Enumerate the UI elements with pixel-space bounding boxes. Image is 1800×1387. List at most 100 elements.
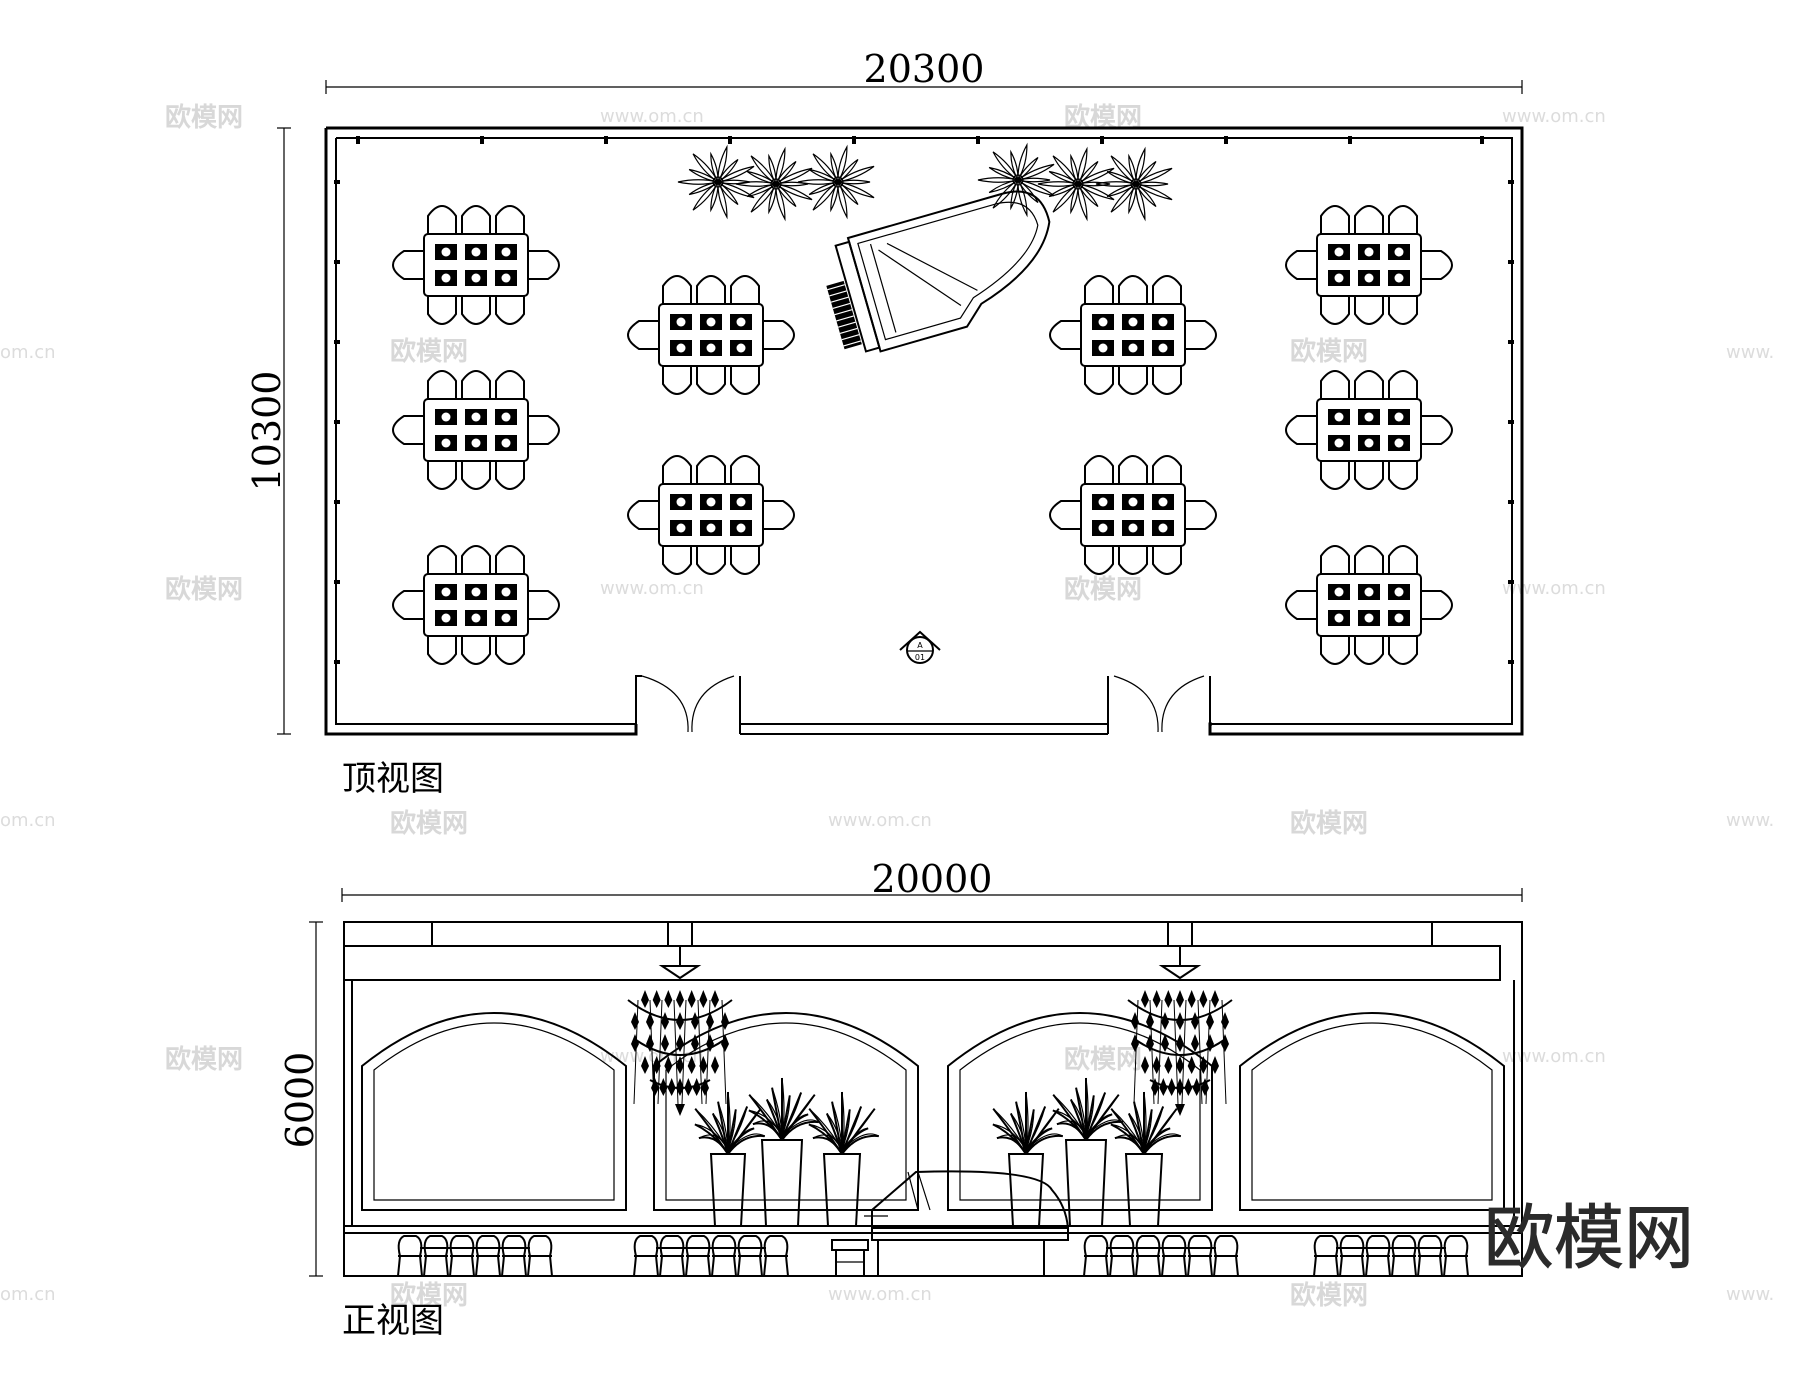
chandelier bbox=[1127, 946, 1233, 1116]
plan-plant bbox=[1095, 146, 1173, 222]
front-view-elevation: 20000 6000 bbox=[278, 857, 1523, 1341]
watermark-url-prefix: www. bbox=[1726, 1284, 1774, 1305]
watermark-url-fragment: om.cn bbox=[0, 1284, 56, 1305]
plan-dining-table bbox=[627, 275, 795, 395]
watermark-url: www.om.cn bbox=[1502, 578, 1606, 599]
dining-chair bbox=[737, 1235, 763, 1277]
top-width-value: 20300 bbox=[864, 47, 985, 91]
dining-chair bbox=[711, 1235, 737, 1277]
watermark-brand: 欧模网 bbox=[1290, 808, 1368, 839]
dining-chair bbox=[1083, 1235, 1109, 1277]
elevation-walls bbox=[343, 921, 1523, 1277]
front-width-value: 20000 bbox=[872, 857, 993, 901]
plan-dining-table bbox=[1285, 205, 1453, 325]
plan-dining-table bbox=[392, 545, 560, 665]
dining-chair bbox=[501, 1235, 527, 1277]
plan-walls bbox=[324, 126, 1524, 736]
watermark-url: www.om.cn bbox=[1502, 106, 1606, 127]
dining-chair bbox=[1417, 1235, 1443, 1277]
plan-plant bbox=[977, 142, 1055, 218]
wall-arch-panel bbox=[361, 1012, 627, 1211]
dining-chair bbox=[475, 1235, 501, 1277]
dining-chair bbox=[527, 1235, 553, 1277]
top-height-value: 10300 bbox=[245, 371, 289, 492]
dining-chair bbox=[423, 1235, 449, 1277]
front-height-value: 6000 bbox=[278, 1052, 322, 1149]
chandelier-group bbox=[627, 946, 1233, 1116]
dining-chair bbox=[1443, 1235, 1469, 1277]
watermark-url: www.om.cn bbox=[828, 810, 932, 831]
chandelier bbox=[627, 946, 733, 1116]
dining-chair bbox=[449, 1235, 475, 1277]
dining-chair bbox=[1313, 1235, 1339, 1277]
dining-chair bbox=[1135, 1235, 1161, 1277]
potted-plant bbox=[992, 1091, 1064, 1227]
top-width-dimension: 20300 bbox=[325, 47, 1523, 94]
plan-dining-table bbox=[627, 455, 795, 575]
front-height-dimension: 6000 bbox=[278, 921, 323, 1277]
plan-grand-piano bbox=[826, 190, 1051, 353]
dining-chair bbox=[1161, 1235, 1187, 1277]
watermark-brand: 欧模网 bbox=[1064, 1044, 1142, 1075]
potted-plant bbox=[1052, 1077, 1124, 1227]
watermark-brand: 欧模网 bbox=[165, 574, 243, 605]
elevation-plant-group bbox=[694, 1077, 1182, 1227]
plan-dining-table bbox=[392, 205, 560, 325]
potted-plant bbox=[1110, 1091, 1182, 1227]
watermark-layer: 欧模网欧模网欧模网欧模网欧模网欧模网欧模网欧模网欧模网欧模网欧模网欧模网www.… bbox=[0, 102, 1774, 1311]
watermark-brand: 欧模网 bbox=[1064, 574, 1142, 605]
dining-chair bbox=[1109, 1235, 1135, 1277]
plan-plant bbox=[1037, 146, 1115, 222]
watermark-url: www.om.cn bbox=[600, 578, 704, 599]
watermark-brand: 欧模网 bbox=[390, 1280, 468, 1311]
plan-dining-table bbox=[392, 370, 560, 490]
watermark-url-prefix: www. bbox=[1726, 810, 1774, 831]
dining-chair bbox=[1339, 1235, 1365, 1277]
watermark-url-fragment: om.cn bbox=[0, 810, 56, 831]
dining-chair bbox=[763, 1235, 789, 1277]
potted-plant bbox=[748, 1077, 820, 1227]
watermark-url-fragment: om.cn bbox=[0, 342, 56, 363]
dining-chair bbox=[1391, 1235, 1417, 1277]
watermark-url: www.om.cn bbox=[600, 106, 704, 127]
section-marker: A 01 bbox=[899, 630, 941, 664]
plan-dining-table bbox=[1049, 275, 1217, 395]
plan-plant bbox=[735, 146, 813, 222]
plan-plant bbox=[797, 144, 875, 220]
elevation-grand-piano bbox=[831, 1170, 1069, 1276]
dining-chair bbox=[1365, 1235, 1391, 1277]
watermark-brand: 欧模网 bbox=[1290, 1280, 1368, 1311]
dining-chair bbox=[1213, 1235, 1239, 1277]
top-view-label: 顶视图 bbox=[342, 759, 444, 799]
potted-plant bbox=[694, 1091, 766, 1227]
top-height-dimension: 10300 bbox=[245, 127, 291, 735]
dining-chair bbox=[659, 1235, 685, 1277]
potted-plant bbox=[808, 1091, 880, 1227]
plan-plant bbox=[677, 144, 755, 220]
watermark-url: www.om.cn bbox=[1502, 1046, 1606, 1067]
dining-chair bbox=[397, 1235, 423, 1277]
section-mark-bottom: 01 bbox=[915, 653, 925, 662]
dining-chair bbox=[685, 1235, 711, 1277]
watermark-brand: 欧模网 bbox=[390, 808, 468, 839]
front-view-label: 正视图 bbox=[342, 1301, 444, 1341]
watermark-brand: 欧模网 bbox=[165, 102, 243, 133]
wall-arch-panel bbox=[1239, 1012, 1505, 1211]
elevation-chair-group bbox=[397, 1235, 1469, 1277]
plan-dining-tables bbox=[392, 205, 1453, 665]
top-view-plan: 20300 10300 bbox=[245, 47, 1524, 799]
dining-chair bbox=[633, 1235, 659, 1277]
watermark-url: www.om.cn bbox=[828, 1284, 932, 1305]
dining-chair bbox=[1187, 1235, 1213, 1277]
plan-dining-table bbox=[1049, 455, 1217, 575]
watermark-brand: 欧模网 bbox=[165, 1044, 243, 1075]
section-mark-top: A bbox=[917, 641, 923, 650]
plan-dining-table bbox=[1285, 545, 1453, 665]
plan-plant-group bbox=[677, 142, 1173, 222]
watermark-brand: 欧模网 bbox=[390, 336, 468, 367]
brand-logo: 欧模网 bbox=[1484, 1197, 1695, 1280]
brand-logo-text: 欧模网 bbox=[1484, 1197, 1694, 1279]
front-width-dimension: 20000 bbox=[341, 857, 1523, 902]
watermark-brand: 欧模网 bbox=[1290, 336, 1368, 367]
